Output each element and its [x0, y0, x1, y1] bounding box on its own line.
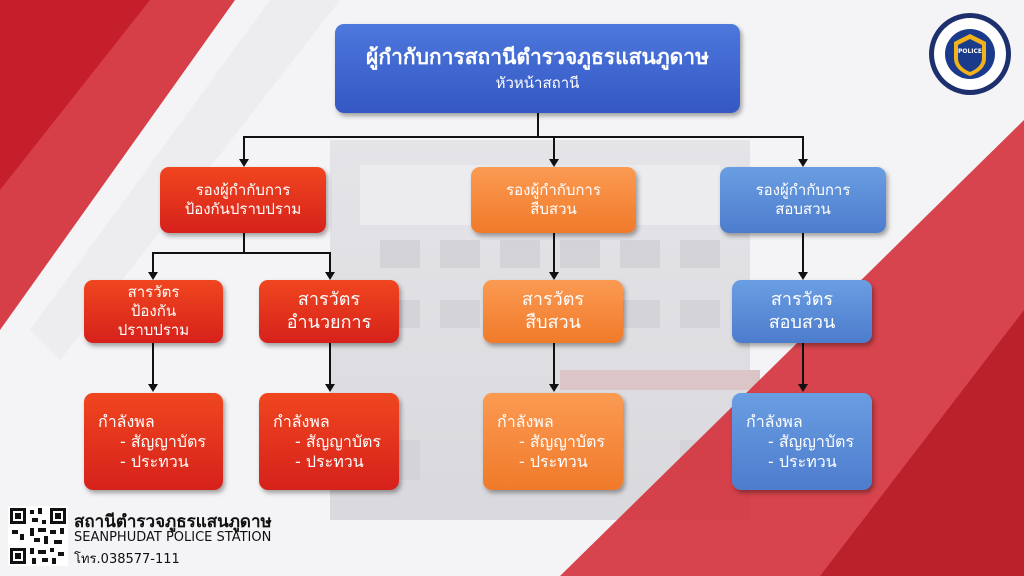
connector: [537, 113, 539, 137]
arrow-icon: [549, 159, 559, 167]
connector: [152, 343, 154, 385]
inspector-line2: สืบสวน: [525, 311, 581, 333]
connector: [243, 136, 245, 160]
inspector-line1: สารวัตร: [770, 289, 834, 310]
deputy-line2: ป้องกันปราบปราม: [184, 200, 302, 218]
police-logo: POLICE: [928, 12, 1012, 96]
inspector-box-investigation: สารวัตร สืบสวน: [483, 280, 623, 343]
footer-station-en: SEANPHUDAT POLICE STATION: [74, 530, 272, 545]
connector: [802, 343, 804, 385]
inspector-line1: สารวัตร: [127, 283, 180, 302]
force-item: - สัญญาบัตร: [295, 431, 382, 451]
deputy-box-investigation: รองผู้กำกับการ สืบสวน: [471, 167, 636, 233]
inspector-box-prevention: สารวัตร ป้องกัน ปราบปราม: [84, 280, 223, 343]
deputy-line1: รองผู้กำกับการ: [506, 181, 601, 200]
force-item: - ประทวน: [768, 451, 837, 471]
inspector-box-admin: สารวัตร อำนวยการ: [259, 280, 399, 343]
connector: [152, 252, 331, 254]
inspector-line1: สารวัตร: [521, 289, 585, 310]
connector: [802, 136, 804, 160]
deputy-box-prevention: รองผู้กำกับการ ป้องกันปราบปราม: [160, 167, 326, 233]
deputy-line2: สอบสวน: [775, 200, 831, 218]
connector: [553, 136, 555, 160]
footer-station-th: สถานีตำรวจภูธรแสนภูดาษ: [74, 512, 272, 532]
arrow-icon: [239, 159, 249, 167]
connector: [553, 343, 555, 385]
inspector-line2: ป้องกัน: [130, 302, 177, 321]
connector: [329, 252, 331, 274]
footer-phone: โทร.038577-111: [74, 552, 180, 567]
arrow-icon: [325, 272, 335, 280]
inspector-line2: สอบสวน: [768, 311, 836, 333]
inspector-box-inquiry: สารวัตร สอบสวน: [732, 280, 872, 343]
arrow-icon: [798, 159, 808, 167]
force-item: - สัญญาบัตร: [519, 431, 606, 451]
connector: [152, 252, 154, 274]
logo-badge: POLICE: [957, 48, 983, 55]
force-title: กำลังพล: [273, 411, 330, 431]
arrow-icon: [798, 384, 808, 392]
connector: [243, 233, 245, 253]
force-item: - สัญญาบัตร: [768, 431, 855, 451]
chief-box: ผู้กำกับการสถานีตำรวจภูธรแสนภูดาษ หัวหน้…: [335, 24, 740, 113]
shield-icon: [929, 13, 1011, 95]
qr-code: [8, 506, 68, 566]
force-box: กำลังพล - สัญญาบัตร - ประทวน: [483, 393, 623, 490]
force-title: กำลังพล: [98, 411, 155, 431]
deputy-line1: รองผู้กำกับการ: [195, 181, 291, 200]
arrow-icon: [549, 272, 559, 280]
arrow-icon: [148, 384, 158, 392]
arrow-icon: [798, 272, 808, 280]
force-title: กำลังพล: [746, 411, 803, 431]
chief-subtitle: หัวหน้าสถานี: [495, 74, 580, 93]
force-item: - ประทวน: [120, 451, 189, 471]
chief-title: ผู้กำกับการสถานีตำรวจภูธรแสนภูดาษ: [366, 45, 709, 69]
force-item: - สัญญาบัตร: [120, 431, 207, 451]
connector: [802, 233, 804, 274]
connector: [329, 343, 331, 385]
force-box: กำลังพล - สัญญาบัตร - ประทวน: [259, 393, 399, 490]
force-item: - ประทวน: [519, 451, 588, 471]
force-item: - ประทวน: [295, 451, 364, 471]
arrow-icon: [325, 384, 335, 392]
deputy-box-inquiry: รองผู้กำกับการ สอบสวน: [720, 167, 886, 233]
connector: [553, 233, 555, 274]
arrow-icon: [549, 384, 559, 392]
force-title: กำลังพล: [497, 411, 554, 431]
arrow-icon: [148, 272, 158, 280]
force-box: กำลังพล - สัญญาบัตร - ประทวน: [732, 393, 872, 490]
connector: [243, 136, 804, 138]
inspector-line3: ปราบปราม: [117, 320, 190, 339]
inspector-line1: สารวัตร: [297, 289, 361, 310]
deputy-line2: สืบสวน: [530, 200, 577, 218]
force-box: กำลังพล - สัญญาบัตร - ประทวน: [84, 393, 223, 490]
inspector-line2: อำนวยการ: [286, 311, 372, 333]
deputy-line1: รองผู้กำกับการ: [755, 181, 851, 200]
